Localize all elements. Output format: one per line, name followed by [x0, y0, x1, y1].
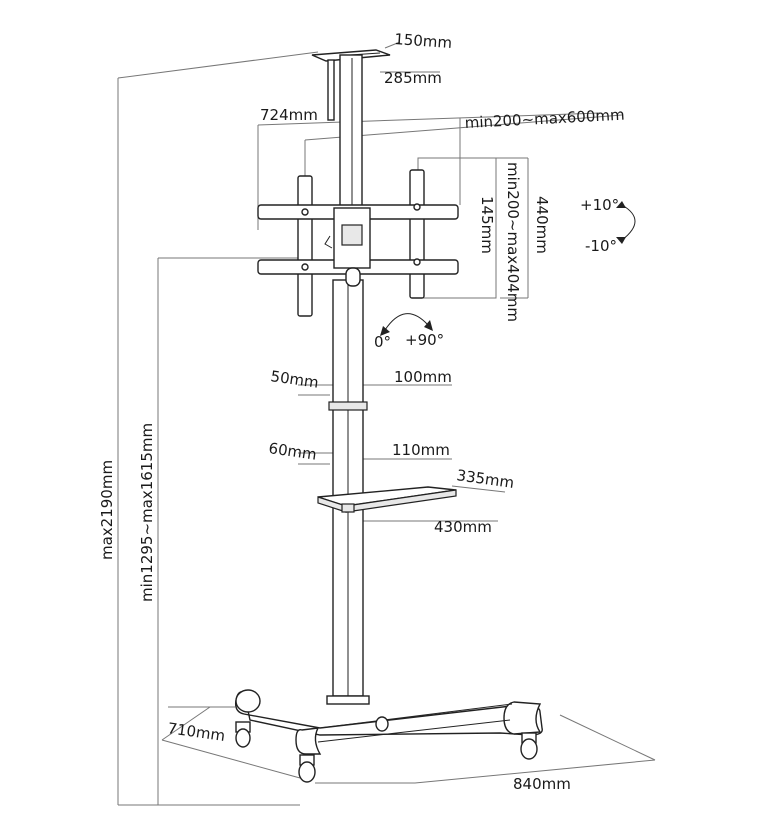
label-max-height: max2190mm — [98, 460, 116, 560]
dimension-lines — [117, 41, 656, 806]
label-mount-height-range: min1295~max1615mm — [138, 423, 156, 602]
tilt-arrow — [616, 201, 636, 244]
rotate-arrow — [380, 313, 433, 336]
label-vesa-vertical: min200~max404mm — [504, 162, 522, 322]
caster-rear-right — [520, 732, 538, 760]
label-bracket-height: 440mm — [533, 196, 551, 254]
caster-front-left — [235, 721, 251, 748]
label-rotate-start: 0° — [374, 333, 391, 351]
laptop-shelf — [317, 486, 457, 513]
label-clamp2-width: 110mm — [392, 441, 450, 459]
label-bracket-width: 724mm — [260, 106, 318, 124]
label-clamp2-height: 60mm — [267, 439, 317, 464]
label-top-plate-width: 150mm — [394, 30, 453, 52]
caster-rear-left — [375, 716, 389, 732]
caster-front-right — [298, 754, 316, 783]
label-base-depth: 710mm — [166, 719, 226, 745]
label-clamp1-width: 100mm — [394, 368, 452, 386]
label-rotate-end: +90° — [405, 331, 444, 349]
clamp-upper — [328, 401, 368, 411]
label-shelf-width: 430mm — [434, 518, 492, 536]
label-tilt-down: -10° — [585, 237, 617, 255]
casters — [235, 716, 538, 783]
vesa-bracket — [257, 169, 459, 317]
label-shelf-depth: 335mm — [455, 466, 515, 492]
base-frame — [234, 689, 543, 755]
column — [326, 279, 370, 705]
top-plate — [311, 49, 391, 226]
label-base-width: 840mm — [513, 775, 571, 793]
label-vesa-horizontal: min200~max600mm — [464, 106, 625, 132]
label-tilt-up: +10° — [580, 196, 619, 214]
label-top-plate-depth: 285mm — [384, 69, 442, 87]
label-clamp1-height: 50mm — [269, 367, 319, 392]
label-arm-spacing: 145mm — [478, 196, 496, 254]
